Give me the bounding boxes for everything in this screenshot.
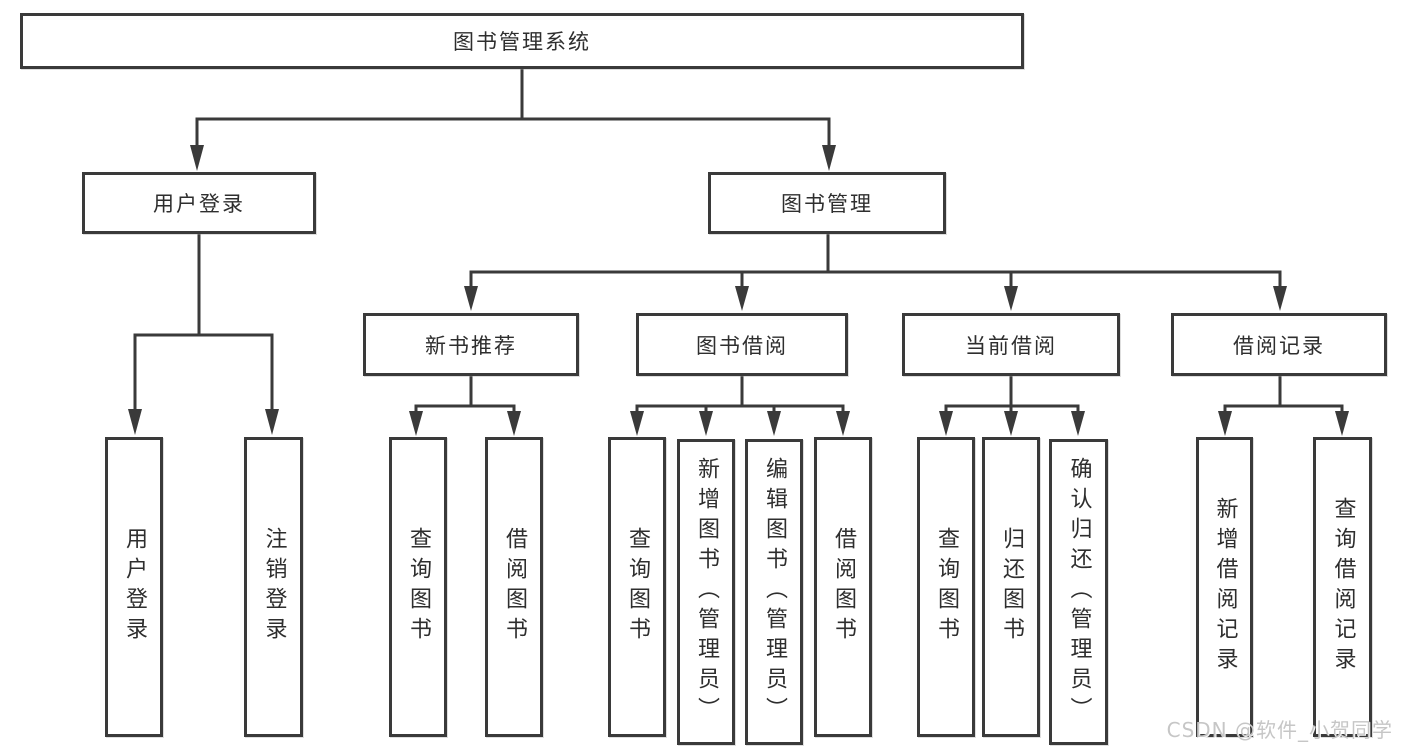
node-label: 查询图书 [406, 527, 431, 647]
node-add-book-admin: 新增图书（管理员） [677, 439, 735, 745]
node-label: 新增借阅记录 [1212, 497, 1238, 677]
node-label: 新书推荐 [425, 333, 517, 358]
node-query-books: 查询图书 [917, 437, 975, 737]
node-label: 当前借阅 [965, 333, 1057, 358]
node-query-books: 查询图书 [608, 437, 666, 737]
node-label: 归还图书 [999, 527, 1024, 647]
node-label: 借阅图书 [502, 527, 527, 647]
node-label: 图书借阅 [696, 333, 788, 358]
node-label: 图书管理 [781, 192, 873, 216]
node-label: 用户登录 [153, 192, 245, 216]
node-user-login: 用户登录 [82, 172, 316, 234]
node-label: 查询图书 [934, 527, 959, 647]
node-book-borrowing: 图书借阅 [636, 313, 848, 376]
node-return-book: 归还图书 [982, 437, 1040, 737]
node-book-management-system: 图书管理系统 [20, 13, 1024, 69]
node-borrowing-records: 借阅记录 [1171, 313, 1387, 376]
node-login: 用户登录 [105, 437, 163, 737]
node-label: 确认归还（管理员） [1066, 457, 1092, 727]
node-query-borrow-record: 查询借阅记录 [1313, 437, 1372, 737]
node-add-borrow-record: 新增借阅记录 [1196, 437, 1253, 737]
node-label: 查询借阅记录 [1330, 497, 1356, 677]
node-label: 借阅图书 [831, 527, 856, 647]
node-label: 编辑图书（管理员） [762, 457, 787, 727]
node-label: 借阅记录 [1233, 333, 1325, 358]
node-book-management: 图书管理 [708, 172, 946, 234]
csdn-watermark: CSDN @软件_小贺同学 [1166, 718, 1393, 742]
node-label: 查询图书 [625, 527, 650, 647]
node-borrow-books: 借阅图书 [485, 437, 543, 737]
node-current-borrowing: 当前借阅 [902, 313, 1120, 376]
node-confirm-return-admin: 确认归还（管理员） [1049, 439, 1108, 745]
node-label: 用户登录 [122, 527, 147, 647]
node-edit-book-admin: 编辑图书（管理员） [745, 439, 803, 745]
node-borrow-books: 借阅图书 [814, 437, 872, 737]
node-label: 图书管理系统 [453, 30, 591, 54]
node-query-books: 查询图书 [389, 437, 447, 737]
node-new-book-recommendation: 新书推荐 [363, 313, 579, 376]
node-label: 新增图书（管理员） [694, 457, 719, 727]
node-label: 注销登录 [261, 527, 287, 647]
node-logout: 注销登录 [244, 437, 303, 737]
